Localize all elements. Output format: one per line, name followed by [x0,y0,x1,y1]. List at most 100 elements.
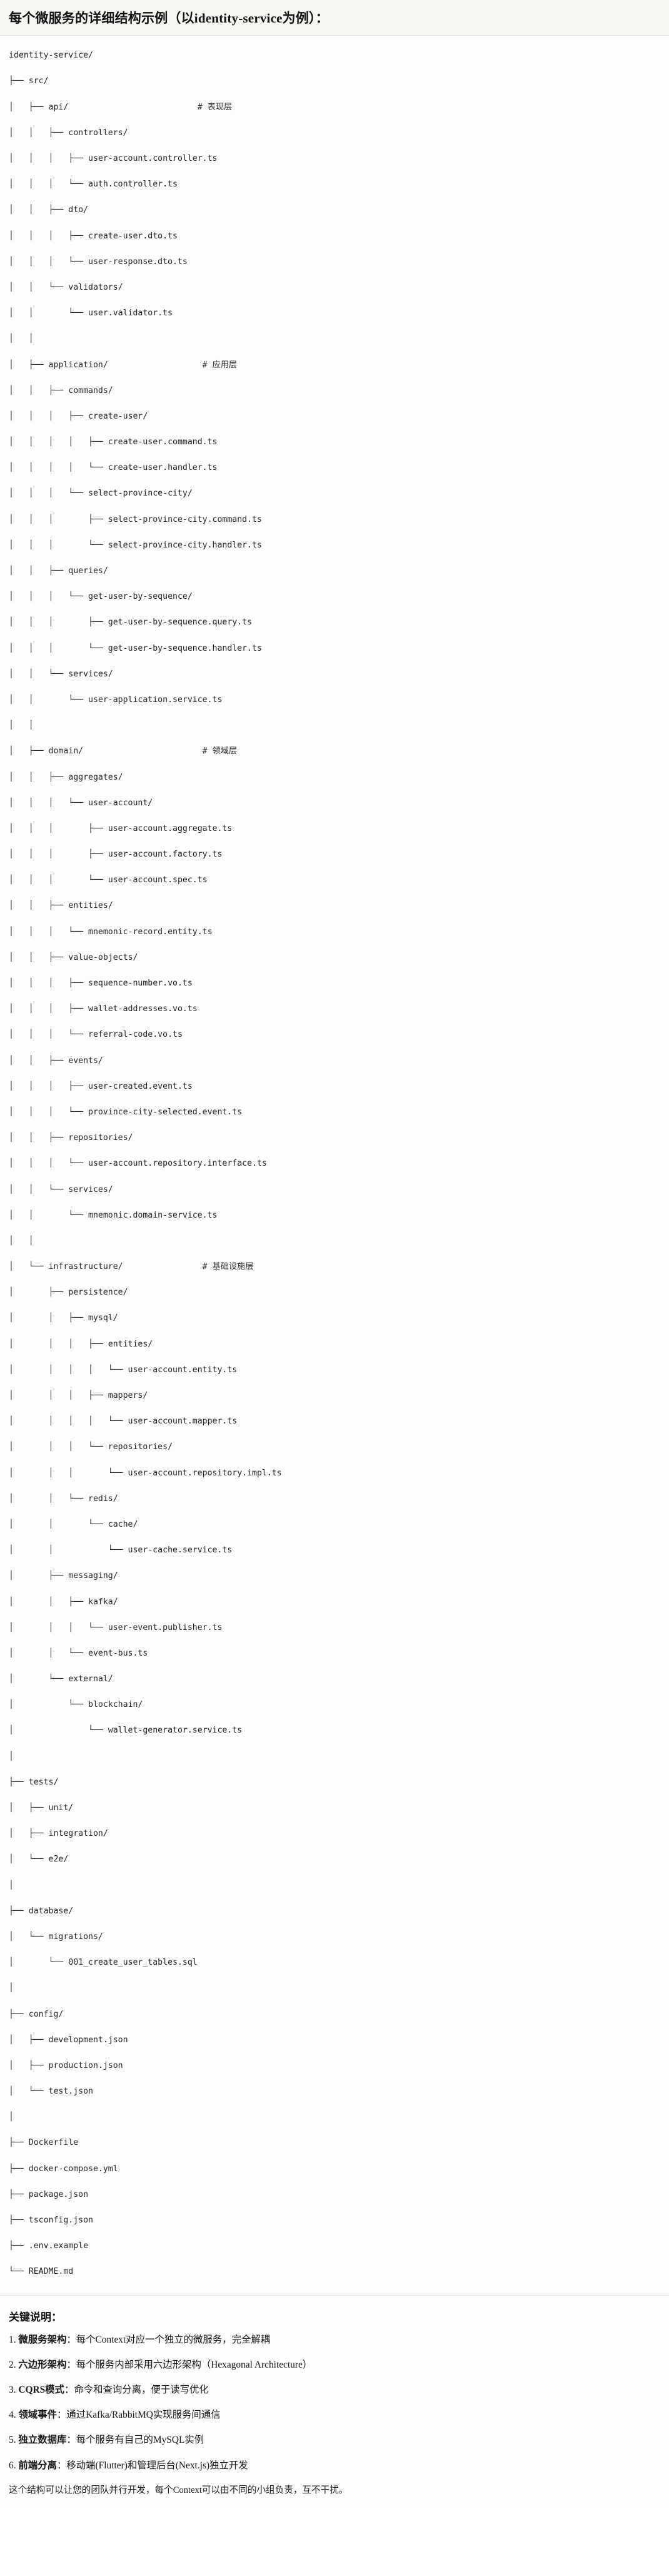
tree-line-comment: # 表现层 [197,102,233,112]
tree-line: │ │ │ ├── mappers/ [9,1391,148,1400]
tree-line: │ │ │ └── province-city-selected.event.t… [9,1107,243,1117]
page-header: 每个微服务的详细结构示例（以identity-service为例）： [0,0,669,36]
directory-tree-block: identity-service/ ├── src/ │ ├── api/ # … [0,36,669,2296]
tree-line: │ │ └── mnemonic.domain-service.ts [9,1210,218,1220]
tree-line: │ └── e2e/ [9,1855,69,1865]
tree-line: │ │ ├── repositories/ [9,1133,133,1143]
tree-line: │ │ ├── aggregates/ [9,772,123,782]
key-note-term: 独立数据库 [18,2435,67,2446]
tree-line-path: │ └── infrastructure/ [9,1262,203,1272]
tree-line-comment: # 基础设施层 [202,1262,254,1272]
key-note-term: 微服务架构 [18,2334,67,2345]
tree-line: │ │ └── event-bus.ts [9,1648,148,1658]
key-note-item: 5. 独立数据库：每个服务有自己的MySQL实例 [9,2433,660,2447]
key-note-item: 1. 微服务架构：每个Context对应一个独立的微服务，完全解耦 [9,2333,660,2347]
tree-line: ├── docker-compose.yml [9,2164,118,2174]
tree-line: │ │ │ └── user-account/ [9,798,153,808]
tree-line-comment: # 领域层 [202,746,238,756]
tree-line: │ │ └── services/ [9,669,113,679]
tree-line: │ │ │ ├── user-created.event.ts [9,1081,193,1091]
tree-line: │ ├── domain/ # 领域层 [9,745,660,758]
tree-line: │ │ │ ├── user-account.factory.ts [9,850,223,860]
tree-line: │ ├── api/ # 表现层 [9,101,660,115]
tree-line: │ │ │ ├── wallet-addresses.vo.ts [9,1004,198,1014]
key-note-text: 每个服务有自己的MySQL实例 [76,2435,204,2446]
key-note-text: 命令和查询分离，便于读写优化 [74,2385,209,2396]
key-note-text: 移动端(Flutter)和管理后台(Next.js)独立开发 [66,2460,248,2471]
tree-line: │ │ │ └── user-response.dto.ts [9,257,188,267]
tree-line-path: │ ├── domain/ [9,746,203,756]
tree-line-path: │ ├── api/ [9,102,198,112]
tree-line: │ │ │ └── user-account.repository.impl.t… [9,1468,282,1478]
tree-line: │ ├── messaging/ [9,1571,118,1581]
tree-line: │ │ ├── controllers/ [9,128,128,138]
key-note-separator: ： [66,2360,76,2371]
tree-line: │ │ └── cache/ [9,1519,138,1529]
tree-line: ├── src/ [9,76,49,86]
tree-line: │ │ │ ├── user-account.aggregate.ts [9,823,233,833]
tree-line: │ │ ├── value-objects/ [9,952,138,962]
tree-line: │ │ └── user-application.service.ts [9,695,223,705]
tree-line: │ │ │ └── repositories/ [9,1442,173,1452]
key-note-term: 前端分离 [18,2460,57,2471]
tree-line: │ │ │ └── mnemonic-record.entity.ts [9,927,213,937]
key-note-item: 3. CQRS模式：命令和查询分离，便于读写优化 [9,2383,660,2397]
tree-line: │ ├── development.json [9,2035,128,2045]
tree-line: │ │ │ ├── create-user/ [9,411,148,421]
tree-line: │ │ └── validators/ [9,282,123,292]
key-note-item: 6. 前端分离：移动端(Flutter)和管理后台(Next.js)独立开发 [9,2458,660,2473]
tree-line: │ │ │ └── select-province-city/ [9,489,193,499]
tree-line: │ └── migrations/ [9,1932,103,1942]
tree-line: │ ├── application/ # 应用层 [9,359,660,372]
key-note-term: CQRS模式 [18,2385,64,2396]
key-note-text: 每个服务内部采用六边形架构（Hexagonal Architecture） [76,2360,313,2371]
key-note-separator: ： [56,2460,67,2471]
key-notes-footer: 这个结构可以让您的团队并行开发，每个Context可以由不同的小组负责，互不干扰… [9,2485,348,2495]
key-notes-block: 关键说明： 1. 微服务架构：每个Context对应一个独立的微服务，完全解耦 2… [0,2295,669,2508]
tree-line: │ ├── persistence/ [9,1288,128,1298]
tree-line: ├── Dockerfile [9,2138,79,2148]
tree-line: ├── config/ [9,2009,64,2019]
tree-line: │ │ └── redis/ [9,1494,118,1504]
tree-line: │ │ [9,1236,34,1246]
tree-line: │ ├── unit/ [9,1803,74,1813]
key-note-separator: ： [66,2334,76,2345]
tree-line: │ │ │ ├── entities/ [9,1339,153,1349]
tree-line: │ │ │ ├── create-user.dto.ts [9,231,178,241]
tree-line: ├── tests/ [9,1777,59,1787]
key-note-term: 六边形架构 [18,2360,67,2371]
tree-line: │ │ │ ├── select-province-city.command.t… [9,514,262,524]
tree-line: │ │ └── services/ [9,1184,113,1194]
tree-line: │ [9,1983,14,1993]
key-note-index: 6. [9,2460,19,2471]
key-note-term: 领域事件 [18,2410,57,2421]
page-title: 每个微服务的详细结构示例（以identity-service为例）： [9,11,329,26]
key-note-separator: ： [64,2385,74,2396]
tree-line: │ │ ├── events/ [9,1056,103,1066]
directory-tree: identity-service/ ├── src/ │ ├── api/ # … [9,49,660,2279]
key-note-index: 2. [9,2360,19,2371]
tree-line: ├── database/ [9,1906,74,1916]
key-notes-list: 1. 微服务架构：每个Context对应一个独立的微服务，完全解耦 2. 六边形架… [9,2333,660,2473]
key-note-index: 4. [9,2410,19,2421]
tree-line-path: │ ├── application/ [9,360,203,370]
tree-line: │ └── blockchain/ [9,1700,143,1710]
tree-line: │ │ │ └── user-event.publisher.ts [9,1622,223,1632]
tree-line: │ │ │ │ └── create-user.handler.ts [9,463,218,473]
tree-line: │ │ │ ├── user-account.controller.ts [9,154,218,163]
tree-line: │ │ │ └── select-province-city.handler.t… [9,540,262,550]
key-note-separator: ： [56,2410,67,2421]
key-note-text: 每个Context对应一个独立的微服务，完全解耦 [76,2334,271,2345]
tree-line: │ │ └── user.validator.ts [9,308,173,318]
key-notes-title: 关键说明： [9,2311,62,2323]
tree-line: │ └── 001_create_user_tables.sql [9,1958,198,1968]
key-note-item: 2. 六边形架构：每个服务内部采用六边形架构（Hexagonal Archite… [9,2358,660,2372]
tree-line: │ │ │ │ ├── create-user.command.ts [9,437,218,447]
key-note-index: 3. [9,2385,19,2396]
tree-line: └── README.md [9,2267,74,2277]
tree-line: │ │ ├── mysql/ [9,1313,118,1323]
tree-line: │ │ └── user-cache.service.ts [9,1545,233,1555]
tree-line-comment: # 应用层 [202,360,238,370]
tree-line: │ │ │ └── get-user-by-sequence/ [9,592,193,602]
tree-line: │ │ │ │ └── user-account.mapper.ts [9,1417,238,1427]
